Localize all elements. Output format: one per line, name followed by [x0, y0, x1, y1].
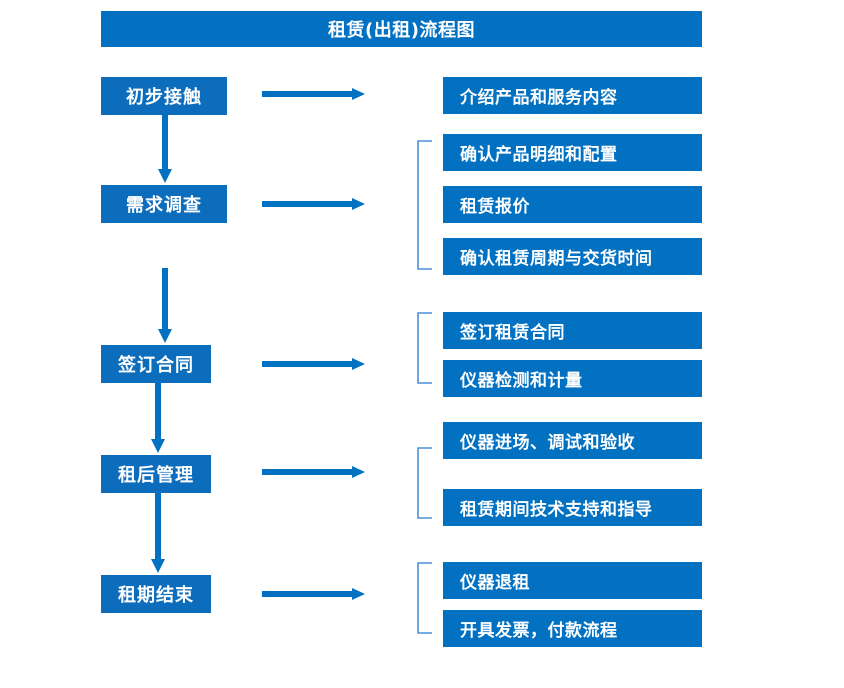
- right-arrow-icon-5: [262, 587, 366, 601]
- down-arrow-icon-2: [155, 223, 175, 345]
- stage-label-5: 租期结束: [118, 585, 194, 606]
- stage-box-1[interactable]: 初步接触: [101, 77, 227, 115]
- group-bracket-3: [416, 312, 434, 384]
- detail-box-8[interactable]: 租赁期间技术支持和指导: [443, 489, 702, 526]
- right-arrow-icon-4: [262, 465, 366, 479]
- group-bracket-4: [416, 447, 434, 519]
- detail-box-3[interactable]: 租赁报价: [443, 186, 702, 223]
- detail-box-7[interactable]: 仪器进场、调试和验收: [443, 422, 702, 459]
- page-title: 租赁(出租)流程图: [328, 20, 475, 41]
- detail-label-5: 签订租赁合同: [460, 323, 565, 343]
- detail-box-4[interactable]: 确认租赁周期与交货时间: [443, 238, 702, 275]
- group-bracket-5: [416, 562, 434, 634]
- down-arrow-icon-3: [148, 383, 168, 455]
- detail-box-9[interactable]: 仪器退租: [443, 562, 702, 599]
- right-arrow-icon-2: [262, 197, 366, 211]
- down-arrow-icon-4: [148, 493, 168, 575]
- detail-label-7: 仪器进场、调试和验收: [460, 433, 635, 453]
- detail-label-9: 仪器退租: [460, 573, 530, 593]
- down-arrow-icon-1: [155, 115, 175, 185]
- detail-label-1: 介绍产品和服务内容: [460, 88, 618, 108]
- right-arrow-icon-3: [262, 357, 366, 371]
- detail-label-4: 确认租赁周期与交货时间: [460, 249, 653, 269]
- stage-box-4[interactable]: 租后管理: [101, 455, 211, 493]
- detail-label-8: 租赁期间技术支持和指导: [460, 500, 653, 520]
- stage-label-4: 租后管理: [118, 465, 194, 486]
- right-arrow-icon-1: [262, 87, 366, 101]
- detail-box-2[interactable]: 确认产品明细和配置: [443, 134, 702, 171]
- detail-box-6[interactable]: 仪器检测和计量: [443, 360, 702, 397]
- detail-label-10: 开具发票，付款流程: [460, 621, 618, 641]
- detail-label-6: 仪器检测和计量: [460, 371, 583, 391]
- stage-box-5[interactable]: 租期结束: [101, 575, 211, 613]
- detail-label-3: 租赁报价: [460, 197, 530, 217]
- stage-box-3[interactable]: 签订合同: [101, 345, 211, 383]
- detail-box-1[interactable]: 介绍产品和服务内容: [443, 77, 702, 114]
- stage-label-2: 需求调查: [126, 195, 202, 216]
- flowchart-title-banner: 租赁(出租)流程图: [101, 11, 702, 47]
- stage-label-3: 签订合同: [118, 355, 194, 376]
- detail-label-2: 确认产品明细和配置: [460, 145, 618, 165]
- detail-box-10[interactable]: 开具发票，付款流程: [443, 610, 702, 647]
- stage-label-1: 初步接触: [126, 87, 202, 108]
- detail-box-5[interactable]: 签订租赁合同: [443, 312, 702, 349]
- stage-box-2[interactable]: 需求调查: [101, 185, 227, 223]
- group-bracket-2: [416, 140, 434, 270]
